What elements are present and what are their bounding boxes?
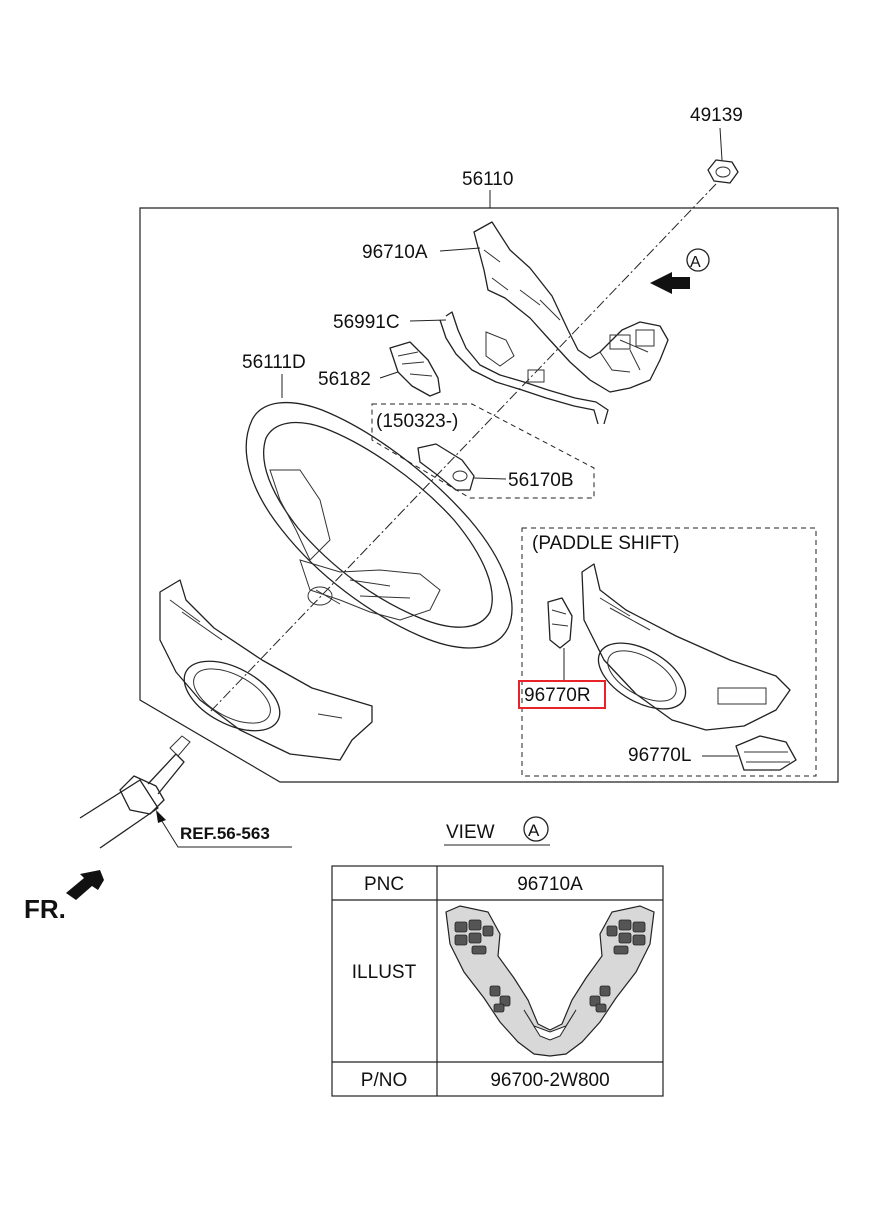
svg-text:FR.: FR.: [24, 894, 66, 924]
date-range-box: [371, 403, 595, 499]
view-a-arrow: A: [650, 248, 710, 294]
paddle-96770L-part: [735, 735, 797, 771]
steering-wheel-56111D-part: [245, 401, 513, 649]
highlight-box-96770R: [518, 680, 606, 709]
center-axis-line: [209, 183, 717, 713]
lower-cover-part: [159, 579, 373, 761]
table-value-pnc[interactable]: 96710A: [517, 874, 583, 895]
svg-text:REF.56-563: REF.56-563: [180, 824, 270, 843]
svg-text:A: A: [528, 821, 540, 840]
assembly-frame: [139, 207, 839, 783]
view-a-heading: VIEW A: [444, 816, 550, 846]
front-direction-marker: FR.: [24, 870, 104, 924]
nut-49139-part: [707, 159, 739, 184]
steering-column-part: [79, 735, 191, 849]
table-header-pnc: PNC: [364, 874, 404, 895]
wire-56991C-part: [439, 311, 609, 425]
svg-text:A: A: [690, 254, 701, 271]
table-header-pno: P/NO: [361, 1070, 407, 1091]
callout-56111D[interactable]: 56111D: [242, 352, 306, 373]
switch-96710A-part: [473, 221, 669, 393]
callout-96710A[interactable]: 96710A: [362, 242, 428, 263]
callout-49139[interactable]: 49139: [690, 105, 743, 126]
callout-96770R[interactable]: 96770R: [524, 685, 591, 706]
table-header-illust: ILLUST: [352, 962, 417, 983]
reference-callout[interactable]: REF.56-563: [156, 810, 292, 848]
paddle-cover-part: [581, 563, 791, 731]
paddle-96770R-part: [547, 597, 573, 649]
table-value-pno[interactable]: 96700-2W800: [490, 1070, 609, 1091]
callout-56991C[interactable]: 56991C: [333, 312, 400, 333]
svg-text:VIEW: VIEW: [446, 822, 495, 843]
date-range-label: (150323-): [376, 411, 458, 432]
cover-56182-part: [389, 341, 441, 397]
callout-56170B[interactable]: 56170B: [508, 470, 574, 491]
paddle-shift-box: [521, 527, 817, 777]
paddle-shift-title: (PADDLE SHIFT): [532, 533, 679, 554]
callout-56182[interactable]: 56182: [318, 369, 371, 390]
bracket-56170B-part: [417, 443, 475, 491]
callout-56110[interactable]: 56110: [462, 169, 513, 190]
callout-96770L[interactable]: 96770L: [628, 745, 691, 766]
switch-illustration: [445, 905, 655, 1057]
pnc-table: PNC 96710A ILLUST P/NO 96700-2W800: [331, 865, 664, 1097]
